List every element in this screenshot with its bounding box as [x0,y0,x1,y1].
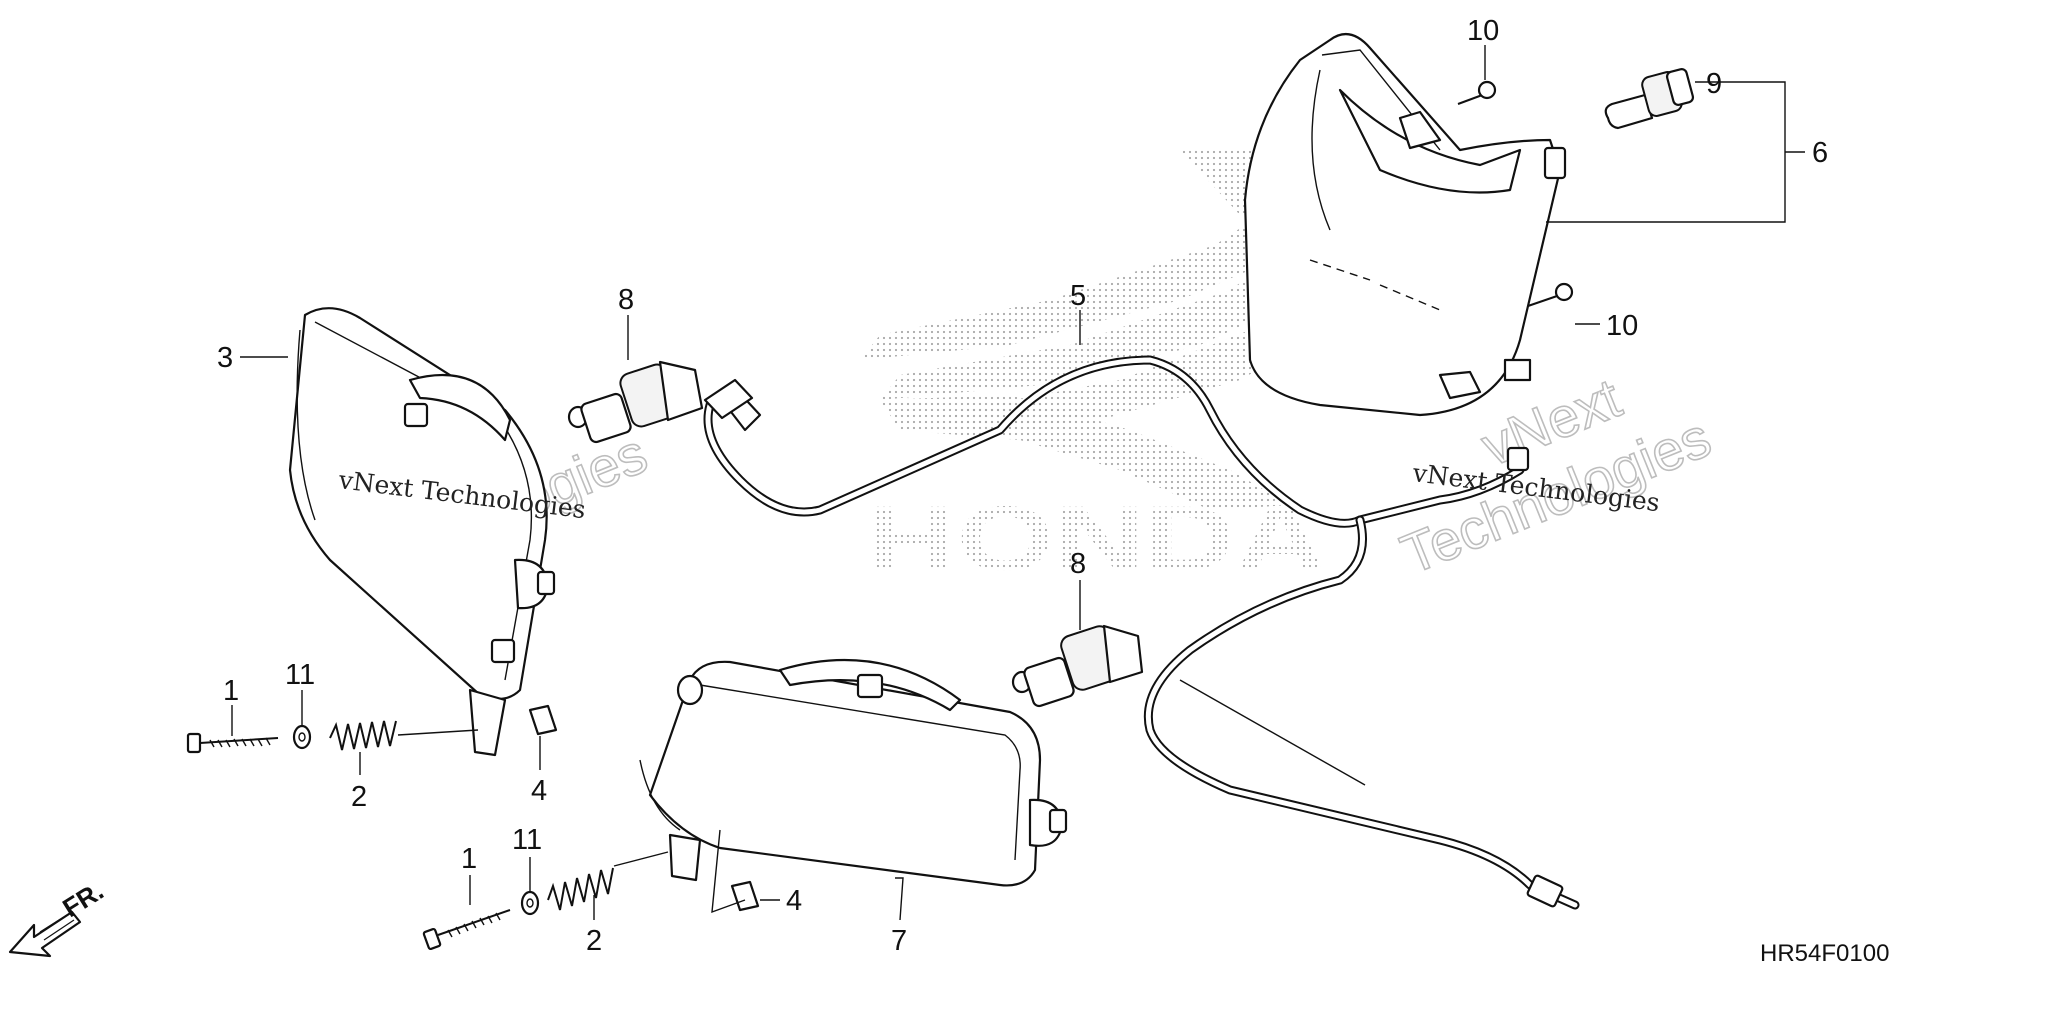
callout-8-mid: 8 [1070,548,1086,580]
position-bulb [1604,68,1695,130]
diagram-code: HR54F0100 [1760,940,1889,967]
callout-11-bottom: 11 [512,824,542,856]
callout-2-bottom: 2 [586,925,602,957]
front-direction-arrow: FR. [8,875,109,958]
left-headlight [288,307,556,757]
screw-right [1527,282,1574,307]
callout-5: 5 [1070,280,1086,312]
center-headlight-bulb [1011,624,1144,708]
wire-harness [703,355,1580,910]
callout-8-left: 8 [618,284,634,316]
honda-text-watermark: HONDA [866,488,1326,590]
bolt-bottom [422,909,511,951]
callout-9: 9 [1706,68,1722,100]
callouts: 1 11 2 4 3 8 5 10 9 6 10 8 1 11 2 4 7 [217,15,1828,957]
callout-11-left: 11 [285,659,315,691]
callout-10-top: 10 [1467,15,1499,47]
spring-bottom [547,867,614,911]
nut-bottom [730,880,760,912]
callout-7: 7 [891,925,907,957]
screw-top [1457,80,1497,105]
bolt-left [186,732,279,754]
leader-lines [231,45,1805,921]
spring-left [329,720,397,751]
callout-6: 6 [1812,137,1828,169]
callout-4-bottom: 4 [786,885,802,917]
nut-left [528,704,558,736]
headlight-cover [1243,32,1567,417]
right-headlight [639,658,1068,887]
left-headlight-bulb [567,360,704,444]
callout-2-left: 2 [351,781,367,813]
washer-bottom [520,890,540,916]
callout-4-left: 4 [531,775,547,807]
callout-1-bottom: 1 [461,843,477,875]
callout-10-right: 10 [1606,310,1638,342]
callout-3: 3 [217,342,233,374]
callout-1-left: 1 [223,675,239,707]
washer-left [292,724,312,750]
